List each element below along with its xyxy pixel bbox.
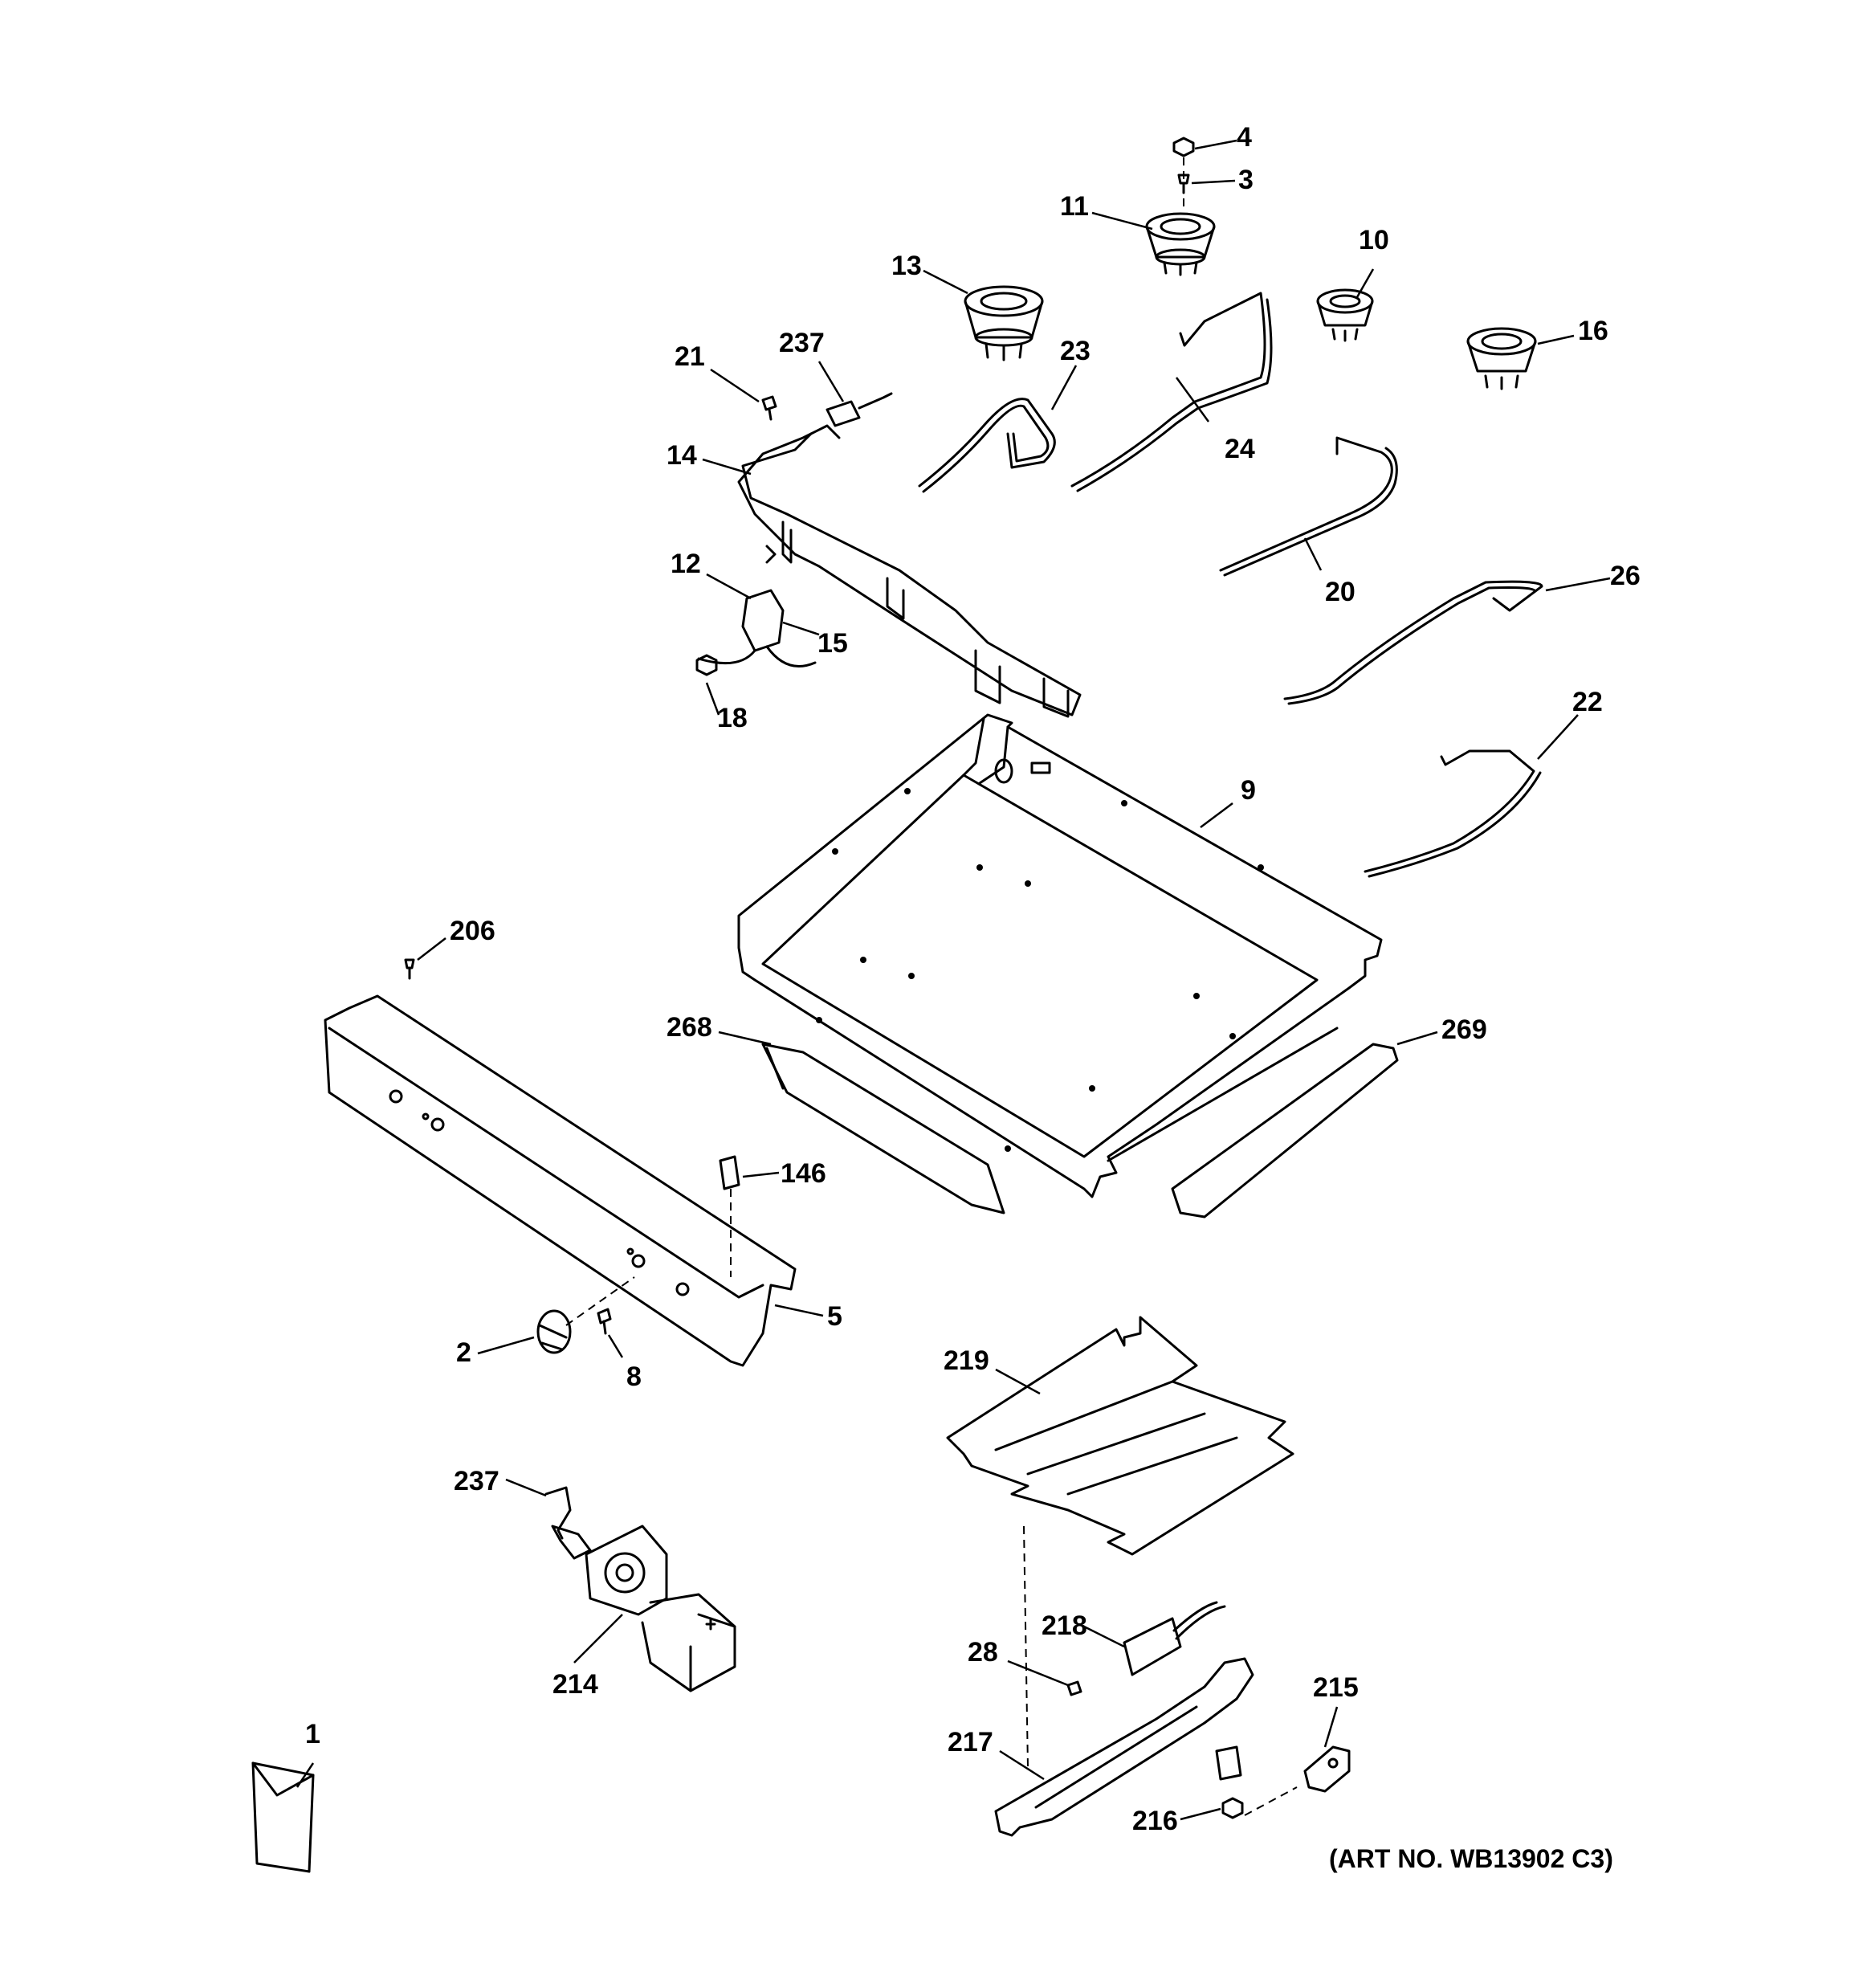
label-20: 20: [1325, 577, 1355, 607]
nut-18: [695, 654, 718, 676]
callout-labels: 4 3 11 13 10 16 21 237 23 24 14 12 15 18…: [305, 122, 1641, 1873]
burner-head-13: [964, 285, 1044, 361]
label-237-bottom: 237: [454, 1466, 499, 1496]
label-269: 269: [1441, 1014, 1487, 1045]
label-26: 26: [1610, 561, 1641, 591]
nut-4: [1172, 137, 1195, 157]
clip-146: [719, 1155, 740, 1190]
label-28: 28: [968, 1637, 998, 1668]
label-11: 11: [1060, 191, 1089, 222]
label-216: 216: [1132, 1806, 1178, 1836]
label-10: 10: [1359, 225, 1389, 255]
label-4: 4: [1237, 122, 1252, 153]
label-24: 24: [1225, 434, 1255, 464]
label-206: 206: [450, 916, 495, 946]
gas-tube-24: [1070, 292, 1273, 492]
screw-8: [597, 1308, 612, 1335]
label-2: 2: [456, 1337, 471, 1368]
axis-216: [1244, 1786, 1298, 1816]
label-15: 15: [817, 628, 848, 659]
burner-head-16: [1466, 327, 1537, 390]
label-146: 146: [781, 1158, 826, 1189]
manifold-14: [737, 424, 1082, 718]
burner-head-11: [1145, 212, 1216, 276]
label-13: 13: [891, 251, 922, 281]
side-panel-268: [761, 1043, 1005, 1214]
label-5: 5: [827, 1301, 842, 1332]
label-218: 218: [1042, 1610, 1087, 1641]
label-8: 8: [626, 1361, 642, 1392]
label-219: 219: [944, 1345, 989, 1376]
label-268: 268: [667, 1012, 712, 1043]
fitting-237-bottom: [544, 1486, 592, 1560]
label-22: 22: [1572, 687, 1603, 717]
label-23: 23: [1060, 336, 1090, 366]
knob-2: [536, 1309, 572, 1354]
holes-9: [816, 788, 1264, 1152]
label-1: 1: [305, 1719, 320, 1749]
label-3: 3: [1238, 165, 1254, 195]
axis-knob: [565, 1276, 635, 1326]
burner-box-9: [737, 713, 1383, 1198]
bracket-215: [1303, 1745, 1351, 1793]
valve-237-top: [826, 392, 893, 427]
nut-216: [1221, 1797, 1244, 1819]
orifice-217: [1215, 1745, 1242, 1781]
label-12: 12: [671, 549, 701, 579]
axis-219: [1023, 1525, 1029, 1768]
gas-tube-26: [1283, 580, 1543, 705]
shield-219: [946, 1316, 1294, 1556]
gas-tube-22: [1364, 749, 1542, 878]
leader-lines: [296, 139, 1611, 1821]
label-14: 14: [667, 440, 697, 471]
label-21: 21: [675, 341, 705, 372]
label-214: 214: [552, 1669, 598, 1700]
label-217: 217: [948, 1727, 993, 1757]
label-16: 16: [1578, 316, 1608, 346]
label-9: 9: [1241, 775, 1256, 806]
art-number: (ART NO. WB13902 C3): [1329, 1844, 1613, 1873]
burner-head-10: [1316, 288, 1374, 342]
igniter-switch-15: [697, 545, 817, 667]
literature-1: [251, 1761, 315, 1873]
label-215: 215: [1313, 1672, 1359, 1703]
screw-28: [1066, 1680, 1082, 1696]
side-panel-269: [1171, 1043, 1399, 1219]
igniter-218: [1123, 1601, 1226, 1676]
label-18: 18: [717, 703, 748, 733]
oven-valve-214: [585, 1525, 736, 1692]
gas-tube-23: [918, 398, 1056, 493]
broil-burner-217: [994, 1657, 1254, 1837]
label-237-top: 237: [779, 328, 825, 358]
gas-tube-20: [1219, 436, 1398, 577]
screw-21: [761, 395, 777, 421]
control-panel-5: [324, 994, 797, 1367]
screw-206: [404, 958, 415, 980]
